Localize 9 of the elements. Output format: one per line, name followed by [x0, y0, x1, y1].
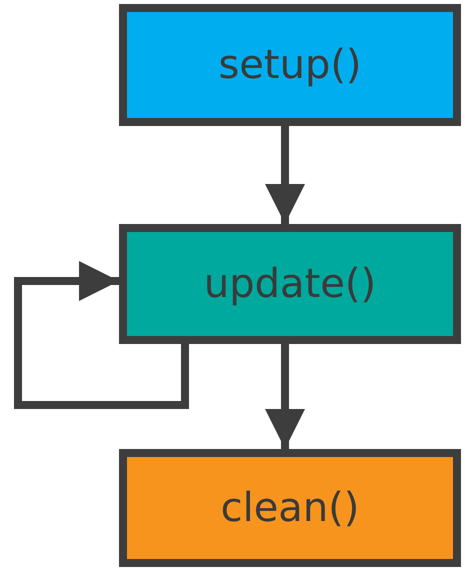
process-box	[119, 224, 461, 344]
function-name: clean()	[220, 485, 360, 531]
function-name: setup()	[218, 42, 362, 88]
function-name: update()	[204, 261, 376, 307]
arrow	[265, 126, 305, 224]
process-box	[119, 449, 461, 567]
process-box	[119, 4, 461, 126]
arrow	[14, 261, 189, 409]
arrow	[265, 344, 305, 449]
